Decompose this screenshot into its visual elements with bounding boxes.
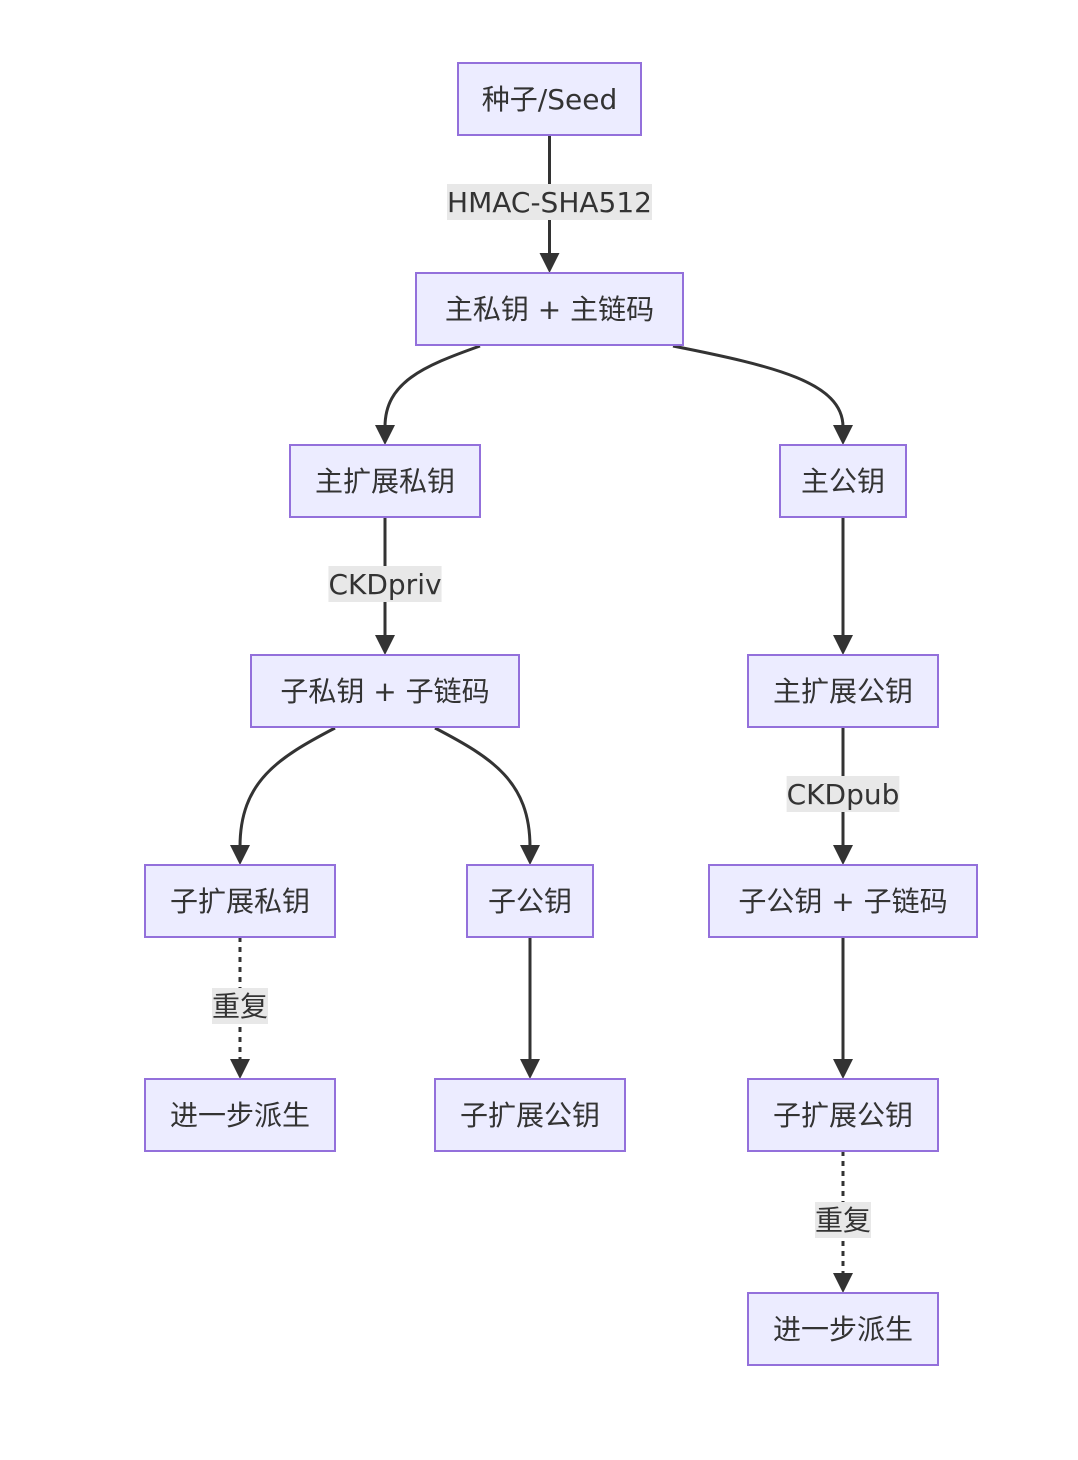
arrowhead-icon xyxy=(833,635,853,655)
edge-master-to-xprv xyxy=(375,344,481,445)
node-label: 进一步派生 xyxy=(773,1313,913,1346)
node-cxpub2: 子扩展公钥 xyxy=(747,1078,939,1152)
arrowhead-icon xyxy=(520,845,540,865)
arrowhead-icon xyxy=(539,253,560,273)
edge-cpub-to-cxpub1 xyxy=(520,937,540,1079)
node-seed: 种子/Seed xyxy=(457,62,642,136)
edge-line xyxy=(672,344,845,428)
edge-label-background xyxy=(814,1202,872,1238)
node-master: 主私钥 + 主链码 xyxy=(415,272,684,346)
edge-label: 重复 xyxy=(814,1202,872,1238)
edge-label-background xyxy=(328,566,442,602)
node-box xyxy=(708,864,978,938)
node-label: 主扩展私钥 xyxy=(315,465,455,498)
node-xprv: 主扩展私钥 xyxy=(289,444,481,518)
edge-line xyxy=(383,344,481,428)
node-label: 主私钥 + 主链码 xyxy=(445,293,654,326)
node-box xyxy=(747,654,939,728)
arrowhead-icon xyxy=(230,1059,250,1079)
node-box xyxy=(289,444,481,518)
node-cxprv: 子扩展私钥 xyxy=(144,864,336,938)
node-box xyxy=(779,444,907,518)
edge-label: 重复 xyxy=(211,988,269,1024)
edge-child-to-cpub xyxy=(434,726,540,865)
node-box xyxy=(250,654,520,728)
node-xpub: 主扩展公钥 xyxy=(747,654,939,728)
node-label: 子扩展私钥 xyxy=(170,885,310,918)
edge-label-text: CKDpub xyxy=(787,778,900,811)
node-box xyxy=(415,272,684,346)
edge-master-to-mpub xyxy=(672,344,853,445)
node-box xyxy=(144,1078,336,1152)
node-label: 子私钥 + 子链码 xyxy=(280,675,489,708)
arrowhead-icon xyxy=(833,425,853,445)
edge-label: CKDpriv xyxy=(328,566,442,602)
node-box xyxy=(144,864,336,938)
arrowhead-icon xyxy=(230,845,250,865)
node-further2: 进一步派生 xyxy=(747,1292,939,1366)
edges-layer xyxy=(230,135,853,1293)
arrowhead-icon xyxy=(833,845,853,865)
arrowhead-icon xyxy=(520,1059,540,1079)
node-child: 子私钥 + 子链码 xyxy=(250,654,520,728)
node-label: 子扩展公钥 xyxy=(773,1099,913,1132)
node-cxpub1: 子扩展公钥 xyxy=(434,1078,626,1152)
arrowhead-icon xyxy=(375,425,395,445)
edge-label-text: HMAC-SHA512 xyxy=(447,186,652,219)
arrowhead-icon xyxy=(375,635,395,655)
node-cpubcc: 子公钥 + 子链码 xyxy=(708,864,978,938)
node-mpub: 主公钥 xyxy=(779,444,907,518)
edge-line xyxy=(434,726,532,848)
node-box xyxy=(747,1292,939,1366)
node-label: 子公钥 xyxy=(488,885,572,918)
edge-mpub-to-xpub xyxy=(833,517,853,655)
node-box xyxy=(457,62,642,136)
edge-line xyxy=(238,726,336,848)
edge-label-background xyxy=(447,184,652,220)
edge-label-text: 重复 xyxy=(212,990,268,1023)
node-label: 主公钥 xyxy=(801,465,885,498)
node-label: 主扩展公钥 xyxy=(773,675,913,708)
edge-cpubcc-to-cxpub2 xyxy=(833,937,853,1079)
node-label: 种子/Seed xyxy=(482,83,617,116)
node-further1: 进一步派生 xyxy=(144,1078,336,1152)
edge-label-background xyxy=(786,776,900,812)
node-label: 进一步派生 xyxy=(170,1099,310,1132)
node-cpub: 子公钥 xyxy=(466,864,594,938)
edge-label-text: 重复 xyxy=(815,1204,871,1237)
arrowhead-icon xyxy=(833,1059,853,1079)
node-label: 子公钥 + 子链码 xyxy=(738,885,947,918)
node-box xyxy=(747,1078,939,1152)
edge-label: CKDpub xyxy=(786,776,900,812)
edge-child-to-cxprv xyxy=(230,726,336,865)
arrowhead-icon xyxy=(833,1273,853,1293)
edge-label-background xyxy=(211,988,269,1024)
edge-label: HMAC-SHA512 xyxy=(447,184,652,220)
node-box xyxy=(466,864,594,938)
edge-label-text: CKDpriv xyxy=(328,568,441,601)
node-label: 子扩展公钥 xyxy=(460,1099,600,1132)
node-box xyxy=(434,1078,626,1152)
